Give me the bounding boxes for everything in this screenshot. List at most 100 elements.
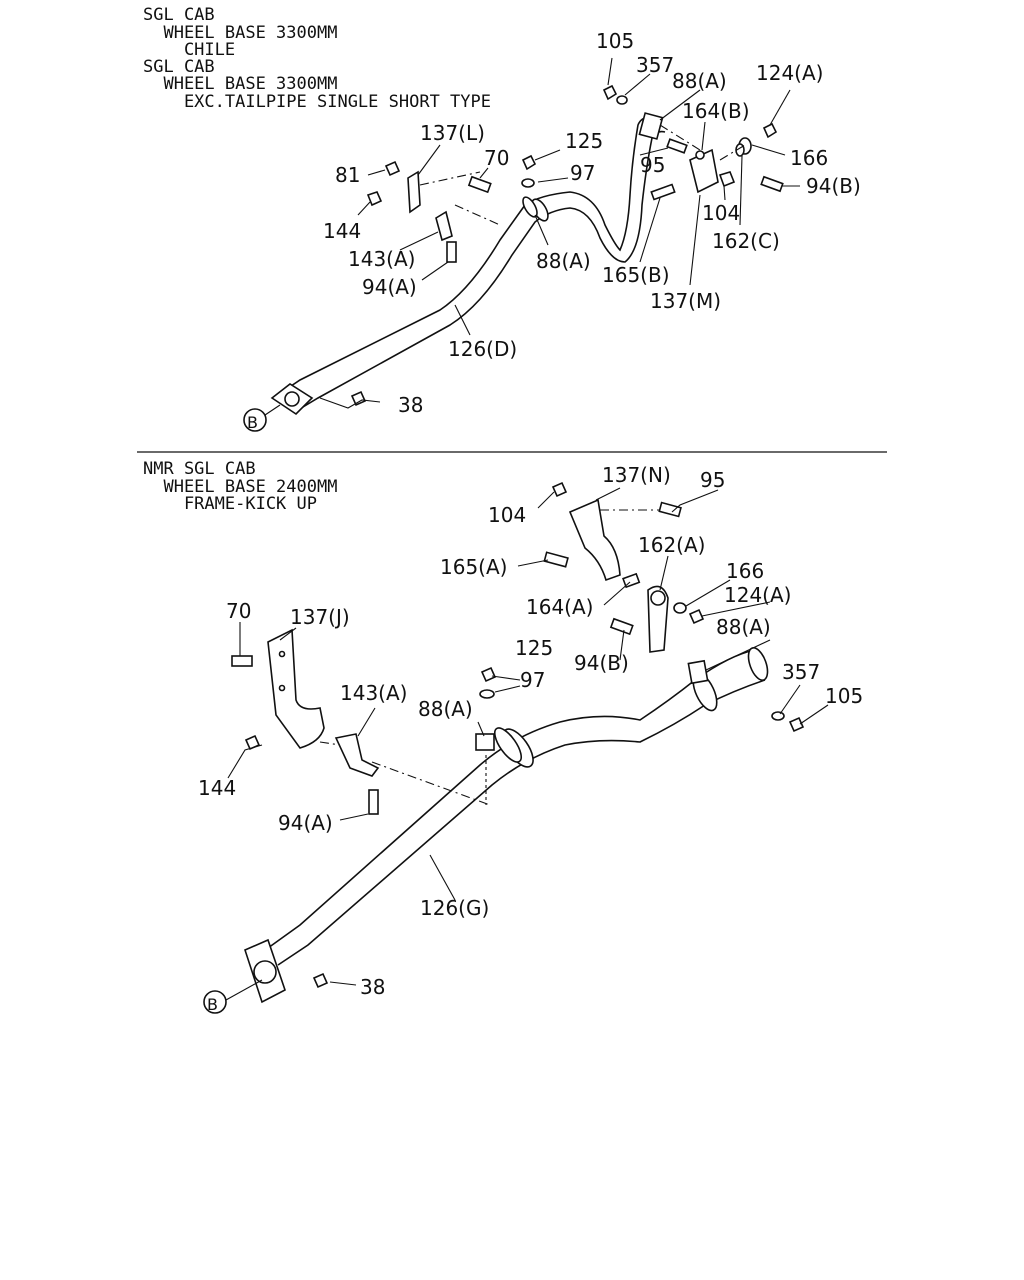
top-header-line-4: SGL CAB [143,57,215,77]
label-137j: 137(J) [290,605,350,629]
fasteners-bottom [231,481,805,989]
label-95: 95 [640,153,665,177]
nut-81-top [384,160,401,177]
rubber-hanger-162a [647,585,669,653]
clamp-88a-top [638,112,664,140]
label-104-bottom: 104 [488,503,526,527]
top-header-line-3: CHILE [143,40,235,60]
label-94b-bottom: 94(B) [574,651,629,675]
bottom-header-line-3: FRAME-KICK UP [143,494,317,514]
bolt-70-bottom [231,655,253,667]
label-126g: 126(G) [420,896,489,920]
nut-124a-top [762,122,778,139]
svg-text:B: B [247,413,258,432]
bottom-header-line-1: NMR SGL CAB [143,459,256,479]
bolt-94b-top [760,175,784,193]
label-166: 166 [790,146,828,170]
label-143a-bottom: 143(A) [340,681,407,705]
bottom-section-header: NMR SGL CAB WHEEL BASE 2400MM FRAME-KICK… [143,459,337,514]
label-143a: 143(A) [348,247,415,271]
washer-97-bottom [479,689,495,699]
leader-lines-bottom [225,487,829,1001]
top-section-header: SGL CAB WHEEL BASE 3300MM CHILE SGL CAB … [143,5,491,112]
label-94b: 94(B) [806,174,861,198]
collar-164b-top [695,150,705,160]
label-38: 38 [398,393,423,417]
bolt-94b-bottom [609,617,634,636]
label-88a-right: 88(A) [716,615,771,639]
nut-104-top [718,171,736,188]
label-97-bottom: 97 [520,668,545,692]
bolt-70-top [467,175,492,194]
nut-124a-bottom [688,608,705,625]
bracket-137l [407,170,421,214]
label-124a: 124(A) [756,61,823,85]
label-162c: 162(C) [712,229,780,253]
bottom-exhaust-assembly: B 137(N) 95 104 162(A) 165(A) 166 124(A)… [198,463,863,1014]
washer-357-bottom [771,711,785,721]
label-125-bottom: 125 [515,636,553,660]
label-124a-bottom: 124(A) [724,583,791,607]
bolt-94a-bottom [368,789,379,815]
bolt-95-bottom [658,501,682,518]
clamp-88a-left-bracket [475,733,495,751]
marker-b-top: B [243,408,267,432]
bolt-165a-bottom [543,551,569,568]
flange-b-bottom [244,938,286,1004]
nut-125-bottom [480,666,497,683]
label-104: 104 [702,201,740,225]
label-94a-bottom: 94(A) [278,811,333,835]
washer-97-top [521,178,535,188]
bottom-labels: 137(N) 95 104 162(A) 165(A) 166 124(A) 1… [198,463,863,999]
washer-357-top [616,95,628,105]
label-125: 125 [565,129,603,153]
label-95-bottom: 95 [700,468,725,492]
label-144: 144 [323,219,361,243]
label-162a: 162(A) [638,533,705,557]
nut-38-top [350,390,367,407]
nut-104-bottom [551,481,568,498]
top-exhaust-assembly: B 105 357 88(A) 124(A) 164(B) 137(L) 125… [243,29,861,432]
label-137n: 137(N) [602,463,671,487]
label-137m: 137(M) [650,289,721,313]
clamp-88a-right-bracket [687,659,709,685]
label-144-bottom: 144 [198,776,236,800]
leader-lines-top [264,57,800,416]
nut-144-bottom [244,734,261,751]
nut-38-bottom [312,972,329,989]
label-357-bottom: 357 [782,660,820,684]
nut-105-top [602,84,618,101]
label-164a: 164(A) [526,595,593,619]
label-70: 70 [484,146,509,170]
nut-105-bottom [788,716,805,733]
nut-125-top [521,154,537,171]
label-94a: 94(A) [362,275,417,299]
label-81: 81 [335,163,360,187]
bracket-137j [267,628,325,749]
label-357: 357 [636,53,674,77]
flange-b-top [270,383,314,416]
bracket-137n [568,498,621,582]
label-38-bottom: 38 [360,975,385,999]
label-137l: 137(L) [420,121,485,145]
label-166-bottom: 166 [726,559,764,583]
bolt-95-top [666,138,688,154]
hanger-143a-top [435,210,453,242]
top-header-line-5: WHEEL BASE 3300MM [143,74,337,94]
marker-b-bottom: B [203,990,227,1014]
label-126d: 126(D) [448,337,517,361]
label-88a-top: 88(A) [672,69,727,93]
hanger-143a-bottom [334,733,380,777]
top-header-line-6: EXC.TAILPIPE SINGLE SHORT TYPE [143,92,491,112]
top-header-line-2: WHEEL BASE 3300MM [143,23,337,43]
bolt-165b-top [650,183,676,201]
bolt-94a-top [446,241,457,263]
nut-144-top [366,191,383,207]
label-165b: 165(B) [602,263,670,287]
label-165a: 165(A) [440,555,507,579]
pipe-end-bottom [747,646,769,682]
spacer-166-bottom [673,602,687,614]
bracket-137m [689,148,719,194]
front-pipe-126d [281,116,666,411]
